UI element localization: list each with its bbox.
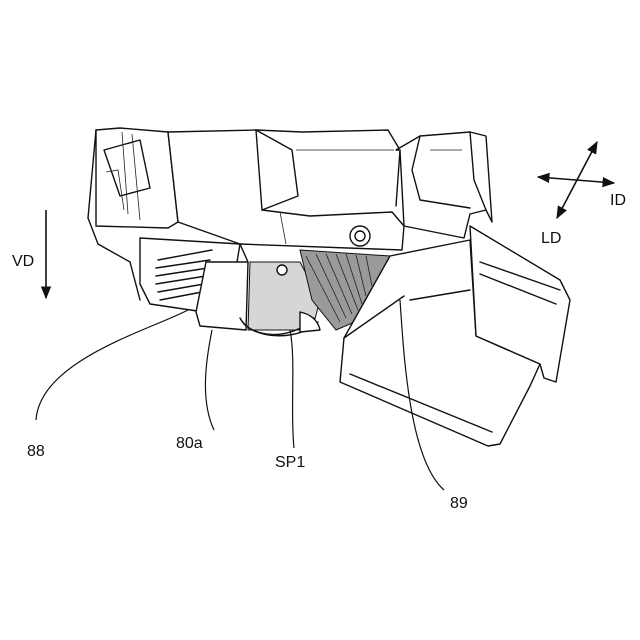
label-ref-sp1: SP1 [275,454,305,471]
label-ref-89: 89 [450,495,468,512]
label-ld: LD [541,230,561,247]
direction-arrows-id-ld [538,142,614,218]
label-id: ID [610,192,626,209]
leader-88 [36,310,188,420]
label-ref-88: 88 [27,443,45,460]
leader-80a [205,330,214,430]
leader-sp1 [290,330,294,448]
label-vd: VD [12,253,34,270]
label-ref-80a: 80a [176,435,203,452]
apparatus-drawing [88,128,570,446]
